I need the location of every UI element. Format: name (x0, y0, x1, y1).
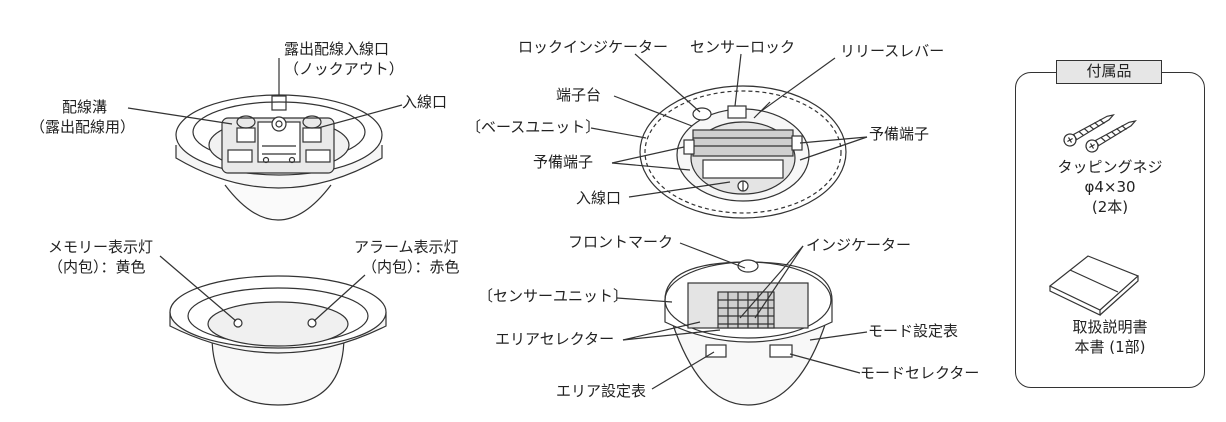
screw-qty-label: (2本) (1091, 198, 1129, 216)
accessories-title: 付属品 (1056, 60, 1162, 84)
spare-terminal-right-label: 予備端子 (869, 125, 930, 143)
manual-name-label: 取扱説明書 (1072, 318, 1148, 336)
base-inlet-label: 入線口 (402, 93, 448, 111)
mode-table-label: モード設定表 (868, 322, 959, 340)
area-selector-label: エリアセレクター (495, 330, 615, 348)
spare-terminal-left-label: 予備端子 (533, 153, 594, 171)
front-mark-label: フロントマーク (568, 233, 674, 251)
terminal-block-label: 端子台 (556, 86, 602, 104)
release-lever-label: リリースレバー (840, 42, 945, 60)
manual-booklet-drawing (1048, 255, 1140, 316)
tapping-screw-drawing (1063, 114, 1137, 153)
knockout-label: （ノックアウト） (284, 60, 404, 78)
base-unit-drawing (127, 58, 403, 221)
sensor-lock-label: センサーロック (690, 38, 796, 56)
base-unit-detail-drawing (590, 53, 868, 219)
manual-qty-label: 本書 (1部) (1074, 338, 1146, 356)
base-unit-label: 〔ベースユニット〕 (466, 118, 601, 136)
mode-selector-label: モードセレクター (860, 364, 980, 382)
wiring-groove-label: 配線溝 (62, 98, 108, 116)
sensor-unit-drawing (616, 242, 868, 406)
lock-indicator-label: ロックインジケーター (518, 38, 669, 56)
exposed-wiring-inlet-label: 露出配線入線口 (284, 40, 390, 58)
unit-inlet-label: 入線口 (576, 189, 622, 207)
area-table-label: エリア設定表 (556, 382, 647, 400)
alarm-lamp-label: アラーム表示灯 (354, 238, 459, 256)
memory-lamp-label: メモリー表示灯 (48, 238, 154, 256)
screw-name-label: タッピングネジ (1057, 158, 1163, 176)
screw-size-label: φ4×30 (1084, 178, 1136, 196)
alarm-color-label: （内包）：赤色 (362, 258, 460, 276)
indicator-label: インジケーター (806, 236, 912, 254)
sensor-unit-label: 〔センサーユニット〕 (478, 287, 629, 305)
memory-color-label: （内包）：黄色 (48, 258, 146, 276)
sensor-cover-drawing (159, 255, 387, 406)
wiring-groove-sub-label: （露出配線用） (30, 118, 136, 136)
